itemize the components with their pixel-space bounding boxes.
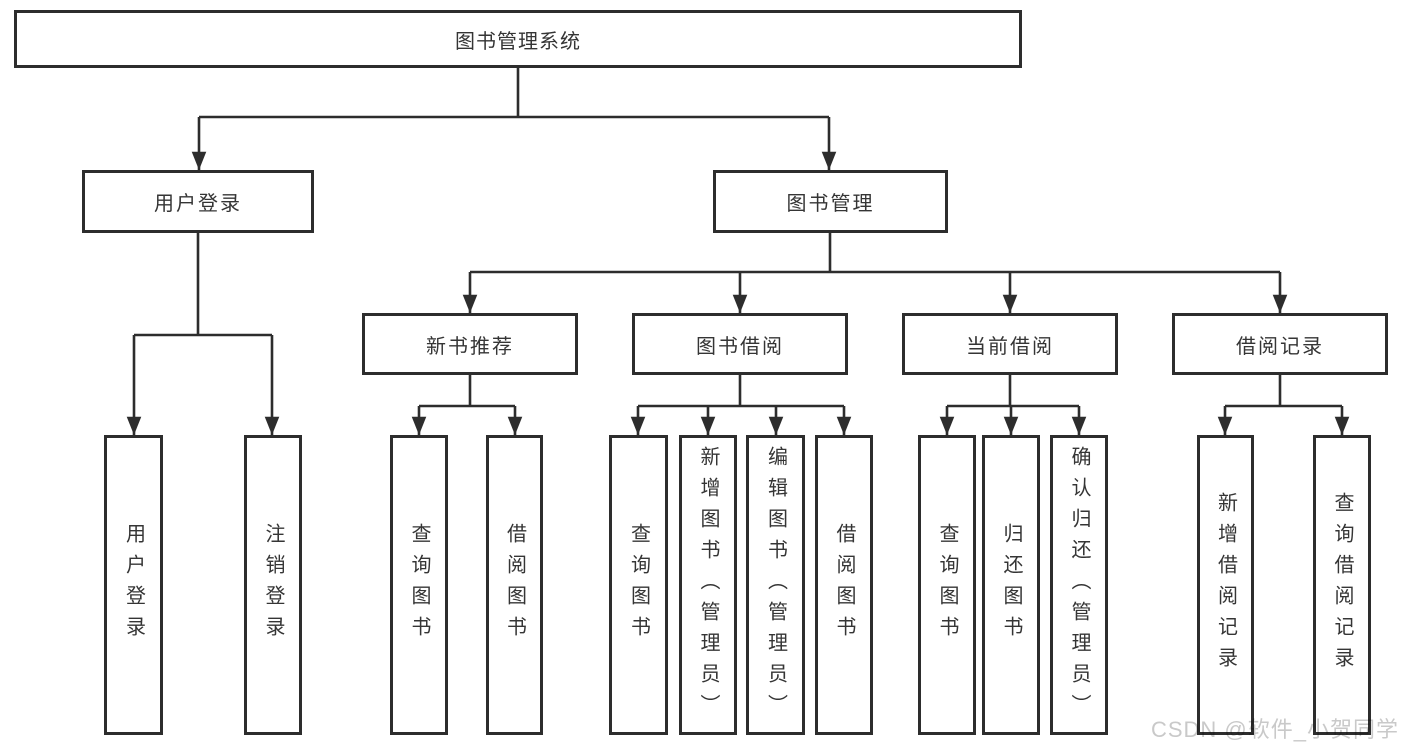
node-query-borrow-record: 查询借阅记录 [1313, 435, 1371, 735]
node-edit-book-admin: 编辑图书（管理员） [746, 435, 805, 735]
node-new-book-rec: 新书推荐 [362, 313, 578, 375]
node-borrow-record: 借阅记录 [1172, 313, 1388, 375]
node-leaf-logout: 注销登录 [244, 435, 302, 735]
node-add-borrow-record: 新增借阅记录 [1197, 435, 1254, 735]
node-rec-borrow-books: 借阅图书 [486, 435, 543, 735]
node-leaf-user-login: 用户登录 [104, 435, 163, 735]
node-user-login: 用户登录 [82, 170, 314, 233]
connector-trunks [134, 68, 1342, 408]
node-current-borrow: 当前借阅 [902, 313, 1118, 375]
node-current-query-books: 查询图书 [918, 435, 976, 735]
node-book-borrow: 图书借阅 [632, 313, 848, 375]
watermark: CSDN @软件_小贺同学 [1150, 717, 1399, 742]
node-add-book-admin: 新增图书（管理员） [679, 435, 737, 735]
node-rec-query-books: 查询图书 [390, 435, 448, 735]
node-borrow-books: 借阅图书 [815, 435, 873, 735]
node-confirm-return-admin: 确认归还（管理员） [1050, 435, 1108, 735]
node-return-book: 归还图书 [982, 435, 1040, 735]
node-root: 图书管理系统 [14, 10, 1022, 68]
node-book-mgmt: 图书管理 [713, 170, 948, 233]
node-borrow-query-books: 查询图书 [609, 435, 668, 735]
